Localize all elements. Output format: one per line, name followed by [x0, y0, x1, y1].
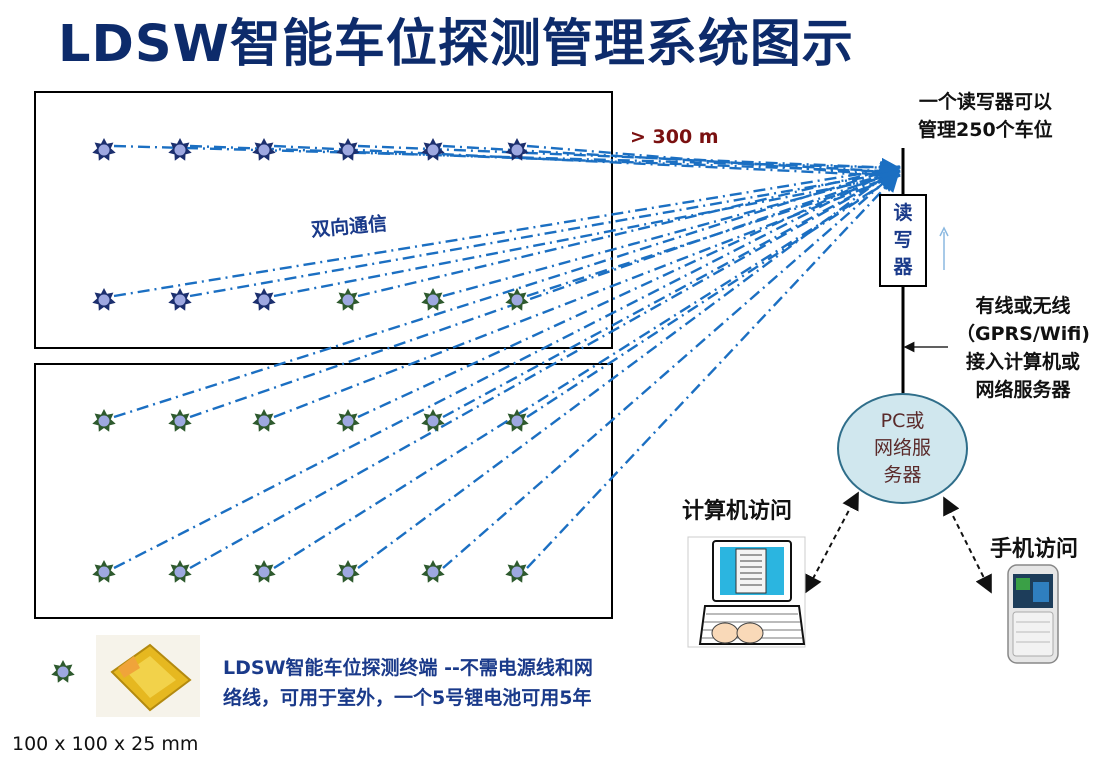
distance-label: > 300 m — [630, 126, 719, 148]
phone-access-label: 手机访问 — [990, 537, 1079, 562]
connection-note-line2: （GPRS/Wifi) — [955, 323, 1090, 345]
communication-links — [113, 144, 901, 570]
parking-sensor-star-icon — [168, 409, 192, 432]
parking-sensor-star-icon — [92, 560, 116, 583]
parking-sensor-star-icon — [505, 288, 529, 311]
legend-description: LDSW智能车位探测终端 --不需电源线和网 络线，可用于室外，一个5号锂电池可… — [223, 653, 593, 713]
sensor-markers — [51, 138, 529, 683]
parking-sensor-star-icon — [505, 409, 529, 432]
phone-link — [943, 496, 992, 594]
connection-note: 有线或无线 （GPRS/Wifi) 接入计算机或 网络服务器 — [948, 292, 1098, 404]
sensor-link-line — [113, 163, 901, 419]
sensor-link-line — [526, 144, 901, 185]
sensor-link-line — [357, 161, 901, 298]
parking-sensor-star-icon — [336, 560, 360, 583]
server-label-line: 务器 — [883, 464, 922, 486]
sensor-link-line — [189, 165, 901, 298]
parking-sensor-star-icon — [336, 409, 360, 432]
parking-sensor-star-icon — [168, 560, 192, 583]
connection-note-line1: 有线或无线 — [975, 295, 1071, 317]
sensor-link-line — [442, 166, 901, 298]
parking-sensor-star-icon — [168, 288, 192, 311]
legend-line2: 络线，可用于室外，一个5号锂电池可用5年 — [223, 687, 592, 709]
reader-capacity-line2: 管理250个车位 — [918, 119, 1053, 141]
parking-sensor-star-icon — [336, 138, 360, 161]
sensor-link-line — [189, 169, 901, 570]
sensor-link-line — [526, 172, 900, 569]
sensor-link-line — [273, 144, 901, 185]
sensor-link-line — [357, 165, 900, 569]
server-label-line: PC或 — [880, 410, 925, 432]
parking-sensor-star-icon — [92, 288, 116, 311]
parking-sensor-star-icon — [421, 560, 445, 583]
reader-label-char: 写 — [893, 229, 913, 251]
sensor-link-line — [357, 144, 901, 178]
reader-label-char: 器 — [893, 256, 913, 278]
sensor-link-line — [189, 167, 901, 419]
sensor-link-line — [273, 169, 901, 298]
parking-sensor-star-icon — [92, 409, 116, 432]
computer-link — [805, 491, 859, 594]
sensor-link-line — [113, 160, 901, 298]
sensor-link-line — [357, 165, 901, 419]
sensor-link-line — [273, 173, 901, 570]
sensor-dimensions: 100 x 100 x 25 mm — [12, 733, 199, 755]
parking-sensor-star-icon — [505, 138, 529, 161]
sensor-link-line — [113, 165, 901, 570]
legend-sensor-star-icon — [51, 660, 75, 683]
sensor-link-line — [273, 172, 901, 419]
server-label-line: 网络服 — [873, 437, 931, 459]
parking-sensor-star-icon — [252, 288, 276, 311]
parking-sensor-star-icon — [421, 138, 445, 161]
computer-access-label: 计算机访问 — [682, 499, 793, 524]
parking-sensor-star-icon — [92, 138, 116, 161]
connection-note-line3: 接入计算机或 — [965, 351, 1080, 373]
legend-line1: LDSW智能车位探测终端 --不需电源线和网 — [223, 657, 593, 679]
reader-capacity-line1: 一个读写器可以 — [918, 91, 1052, 113]
parking-sensor-star-icon — [421, 288, 445, 311]
sensor-link-line — [526, 173, 901, 419]
server-node: PC或 网络服 务器 — [837, 393, 968, 504]
reader-device: 读 写 器 — [879, 194, 927, 287]
parking-sensor-star-icon — [505, 560, 529, 583]
sensor-photo — [96, 635, 200, 717]
reader-label-char: 读 — [893, 202, 913, 224]
parking-sensor-star-icon — [252, 409, 276, 432]
connection-note-line4: 网络服务器 — [975, 379, 1071, 401]
sensor-link-line — [442, 169, 901, 419]
parking-sensor-star-icon — [252, 138, 276, 161]
computer-icon — [687, 536, 806, 648]
reader-capacity-note: 一个读写器可以 管理250个车位 — [918, 88, 1053, 144]
sensor-link-line — [442, 168, 900, 569]
phone-icon — [1007, 564, 1059, 664]
parking-sensor-star-icon — [252, 560, 276, 583]
parking-sensor-star-icon — [421, 409, 445, 432]
parking-sensor-star-icon — [336, 288, 360, 311]
parking-sensor-star-icon — [168, 138, 192, 161]
page-title: LDSW智能车位探测管理系统图示 — [58, 15, 854, 74]
